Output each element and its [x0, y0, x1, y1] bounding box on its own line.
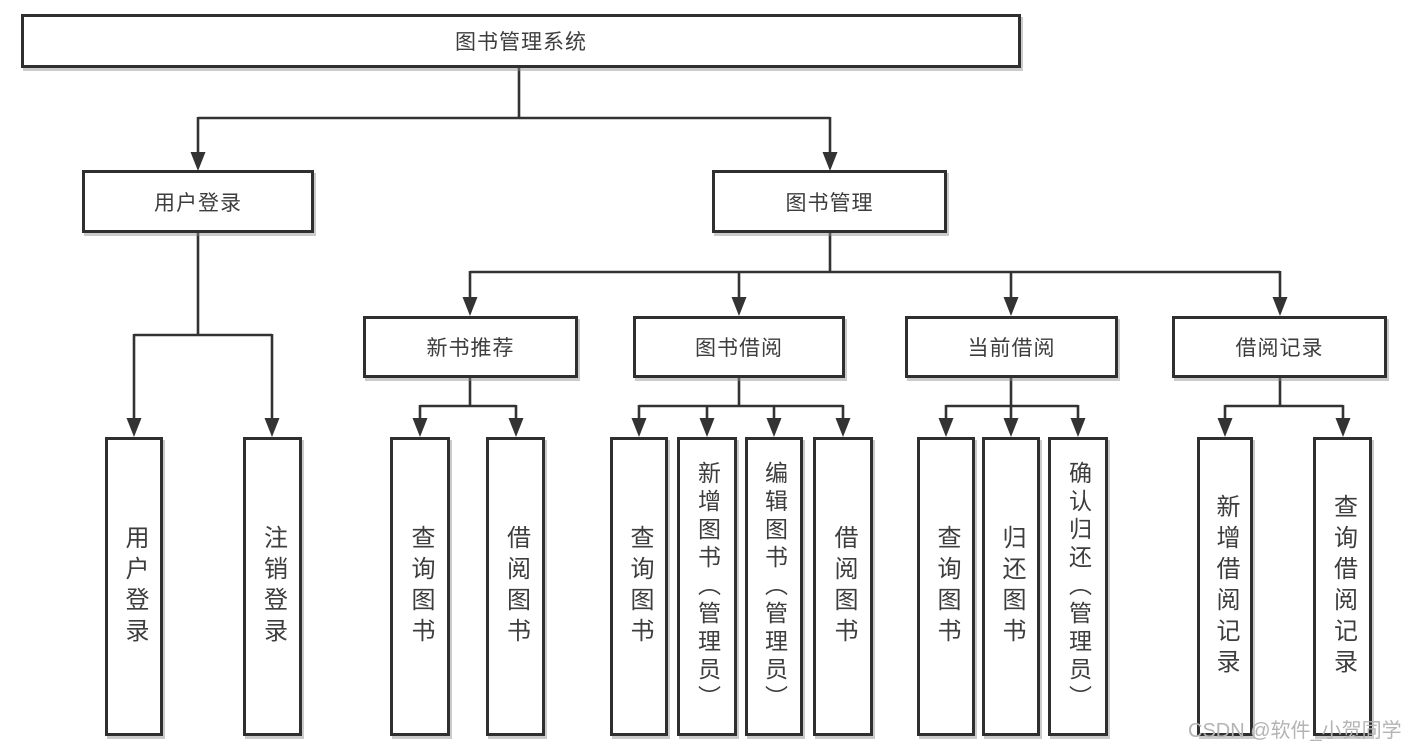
- node-user-login: 用户登录: [82, 170, 314, 233]
- node-root-label: 图书管理系统: [455, 31, 587, 54]
- leaf-confirm-return-admin: 确认归还（管理员）: [1048, 437, 1108, 736]
- leaf-user-login-label: 用户登录: [121, 524, 148, 649]
- leaf-query-book-current-label: 查询图书: [933, 524, 960, 649]
- leaf-logout: 注销登录: [243, 437, 302, 736]
- csdn-watermark: CSDN @软件_小贺同学: [1188, 720, 1402, 742]
- leaf-query-borrow-record: 查询借阅记录: [1313, 437, 1372, 736]
- leaf-query-book-current: 查询图书: [917, 437, 975, 736]
- node-root: 图书管理系统: [21, 14, 1021, 68]
- leaf-add-borrow-record: 新增借阅记录: [1197, 437, 1253, 736]
- leaf-query-book-borrowing-label: 查询图书: [626, 524, 653, 649]
- leaf-query-book-borrowing: 查询图书: [610, 437, 668, 736]
- leaf-logout-label: 注销登录: [259, 524, 287, 649]
- node-user-login-label: 用户登录: [154, 191, 242, 215]
- leaf-query-book-recommend-label: 查询图书: [407, 524, 434, 649]
- node-new-book-recommend: 新书推荐: [363, 316, 578, 378]
- leaf-confirm-return-admin-label: 确认归还（管理员）: [1065, 460, 1092, 713]
- node-borrowing-records: 借阅记录: [1172, 316, 1387, 378]
- leaf-return-book: 归还图书: [982, 437, 1040, 736]
- node-borrowing-records-label: 借阅记录: [1235, 337, 1324, 360]
- leaf-borrow-book-recommend: 借阅图书: [486, 437, 545, 736]
- leaf-add-book-admin: 新增图书（管理员）: [677, 437, 737, 736]
- leaf-add-borrow-record-label: 新增借阅记录: [1212, 493, 1239, 680]
- node-new-book-recommend-label: 新书推荐: [426, 337, 515, 360]
- node-book-management-label: 图书管理: [785, 191, 874, 215]
- leaf-edit-book-admin: 编辑图书（管理员）: [745, 437, 803, 736]
- leaf-borrow-book-recommend-label: 借阅图书: [502, 524, 530, 649]
- leaf-edit-book-admin-label: 编辑图书（管理员）: [761, 460, 788, 713]
- leaf-add-book-admin-label: 新增图书（管理员）: [694, 460, 721, 713]
- leaf-user-login: 用户登录: [105, 437, 163, 736]
- node-book-borrowing: 图书借阅: [633, 316, 845, 378]
- node-current-borrowing-label: 当前借阅: [967, 337, 1056, 360]
- leaf-borrow-book-borrowing-label: 借阅图书: [830, 524, 857, 649]
- node-book-borrowing-label: 图书借阅: [695, 337, 783, 360]
- leaf-borrow-book-borrowing: 借阅图书: [813, 437, 873, 736]
- leaf-return-book-label: 归还图书: [998, 524, 1025, 649]
- node-book-management: 图书管理: [712, 170, 947, 233]
- leaf-query-borrow-record-label: 查询借阅记录: [1329, 493, 1357, 680]
- node-current-borrowing: 当前借阅: [905, 316, 1118, 378]
- leaf-query-book-recommend: 查询图书: [390, 437, 450, 736]
